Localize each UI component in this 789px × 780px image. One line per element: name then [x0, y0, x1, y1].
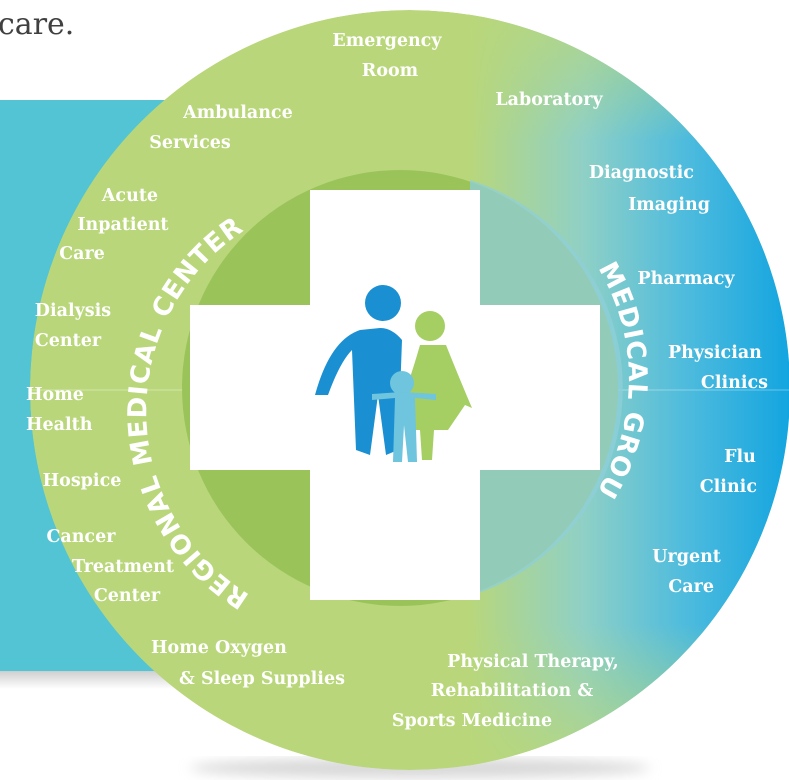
- service-physical-therapy: Physical Therapy, Rehabilitation & Sport…: [392, 652, 625, 731]
- service-emergency-room: Emergency Room: [332, 31, 447, 81]
- family-icon: [315, 285, 472, 462]
- side-panel-shadow: [0, 671, 175, 689]
- service-urgent-care: Urgent Care: [652, 547, 727, 597]
- service-hospice: Hospice: [43, 471, 122, 491]
- service-home-oxygen: Home Oxygen & Sleep Supplies: [151, 638, 345, 689]
- service-home-health: Home Health: [26, 385, 93, 435]
- service-dialysis: Dialysis Center: [35, 301, 117, 351]
- service-pharmacy: Pharmacy: [637, 269, 735, 289]
- service-diagnostic-imaging: Diagnostic Imaging: [589, 163, 710, 215]
- service-cancer-treatment: Cancer Treatment Center: [46, 527, 180, 606]
- service-physician-clinics: Physician Clinics: [668, 343, 768, 393]
- service-ambulance: Ambulance Services: [149, 103, 299, 153]
- service-acute-care: Acute Inpatient Care: [59, 186, 174, 264]
- service-laboratory: Laboratory: [495, 90, 603, 110]
- intro-text-fragment: care.: [0, 7, 75, 42]
- service-flu-clinic: Flu Clinic: [700, 447, 762, 497]
